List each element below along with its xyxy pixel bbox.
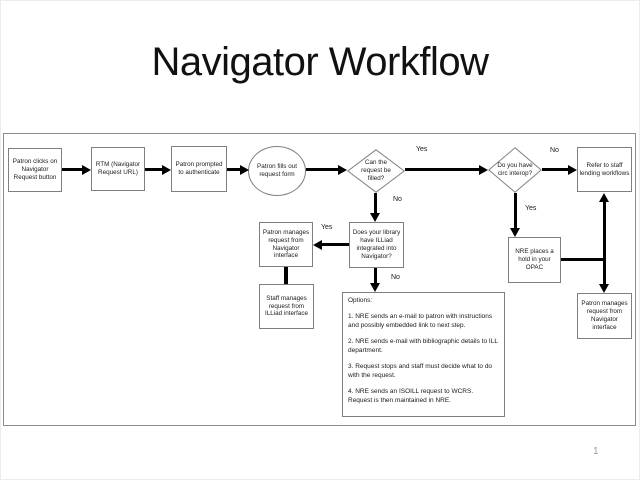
node-circ-interop: Do you have circ interop? [488,147,542,193]
edge-illiad-options-arrowhead [370,283,380,292]
node-rtm: RTM (Navigator Request URL) [91,147,145,191]
edge-patronmanages-staff-line [284,267,288,284]
edge-label-illiad-no: No [391,274,400,281]
edge-canfilled-circ-line [405,168,480,171]
edge-label-circ-no: No [550,147,559,154]
page-number: 1 [593,446,599,457]
edge-label-circ-yes: Yes [525,205,537,212]
edge-clicks-rtm-arrowhead [82,164,91,175]
edge-circ-refer-line [542,168,569,171]
node-circ-interop-label: Do you have circ interop? [497,162,533,177]
edge-junction-refer-arrowhead [599,193,609,202]
edge-auth-form-line [227,168,240,171]
edge-canfilled-illiad-line [374,193,377,214]
node-refer-staff: Refer to staff lending workflows [577,147,632,192]
node-patron-manages-nav: Patron manages request from Navigator in… [259,222,313,267]
edge-label-canfilled-yes: Yes [416,146,428,153]
edge-illiad-patronmanages-arrowhead [313,240,322,250]
edge-junction-vertical-line [603,202,606,284]
edge-canfilled-illiad-arrowhead [370,213,380,222]
node-illiad-integrated: Does your library have ILLiad integrated… [349,222,404,268]
edge-circ-nre-arrowhead [510,228,520,237]
node-patron-clicks: Patron clicks on Navigator Request butto… [8,148,62,192]
edge-label-illiad-yes: Yes [321,224,333,231]
edge-canfilled-circ-arrowhead [479,164,488,175]
edge-junction-patronright-arrowhead [599,284,609,293]
node-fills-form: Patron fills out request form [248,146,306,196]
edge-illiad-options-line [374,268,377,284]
options-item-1: 1. NRE sends an e-mail to patron with in… [348,313,493,329]
edge-auth-form-arrowhead [240,164,249,175]
edge-rtm-auth-arrowhead [162,164,171,175]
edge-form-canfilled-arrowhead [338,164,347,175]
diamond-shape [347,149,405,193]
node-authenticate: Patron prompted to authenticate [171,146,227,192]
node-can-filled: Can the request be filled? [347,149,405,193]
node-options: Options: 1. NRE sends an e-mail to patro… [342,292,505,417]
options-heading: Options: [348,297,373,304]
edge-rtm-auth-line [145,168,163,171]
page-title: Navigator Workflow [151,40,489,84]
flowchart-frame [3,133,636,426]
node-patron-manages-nav-right: Patron manages request from Navigator in… [577,293,632,339]
options-item-4: 4. NRE sends an ISOILL request to WCRS. … [348,388,474,404]
options-item-3: 3. Request stops and staff must decide w… [348,363,493,379]
edge-form-canfilled-line [306,168,339,171]
node-staff-manages: Staff manages request from ILLiad interf… [259,284,314,329]
edge-label-canfilled-no: No [393,196,402,203]
edge-circ-refer-arrowhead [568,164,577,175]
edge-illiad-patronmanages-line [322,243,349,246]
node-can-filled-label: Can the request be filled? [361,159,391,182]
edge-clicks-rtm-line [62,168,83,171]
edge-circ-nre-line [514,193,517,229]
diamond-shape [488,147,542,193]
edge-nre-junction-line [561,258,606,261]
options-item-2: 2. NRE sends e-mail with bibliographic d… [348,338,498,354]
node-nre-hold: NRE places a hold in your OPAC [508,237,561,283]
